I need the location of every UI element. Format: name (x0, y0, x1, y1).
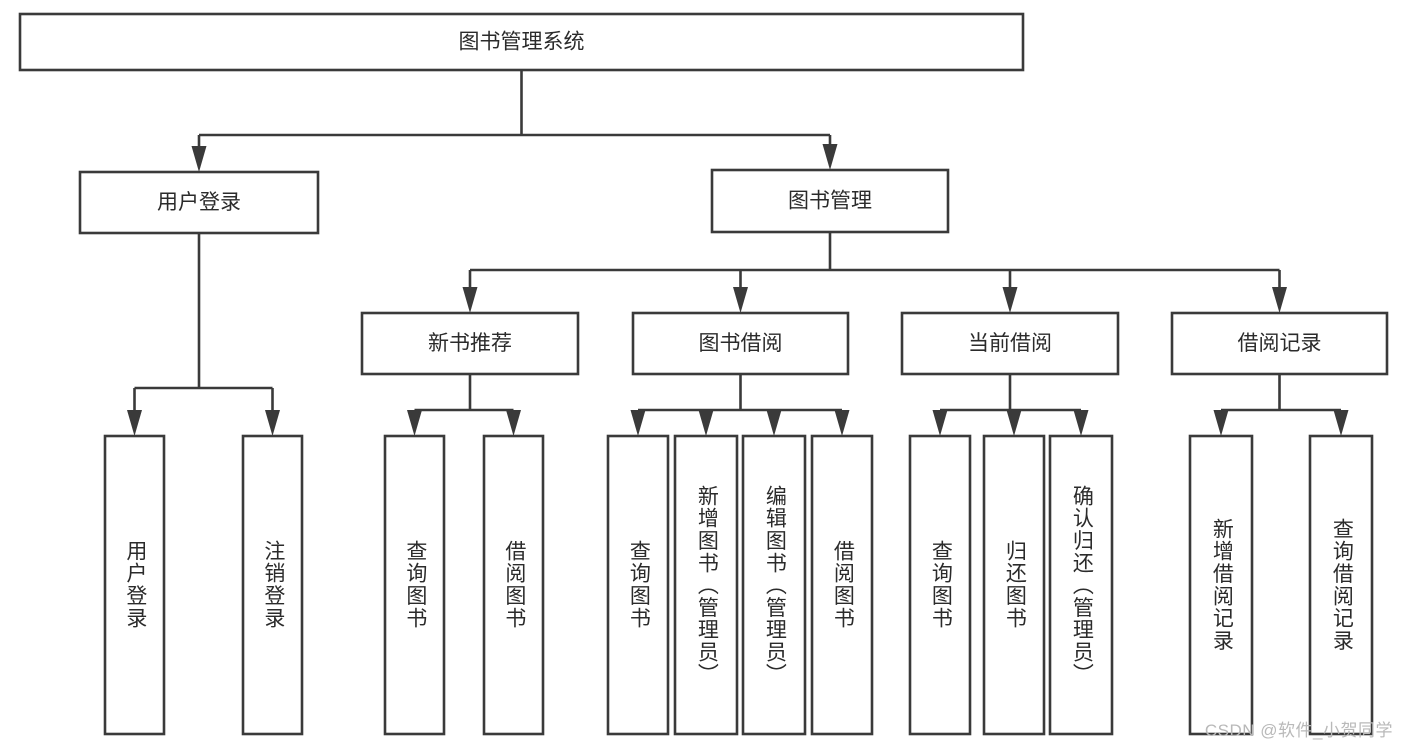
node-leaf-add-record[interactable] (1188, 434, 1254, 736)
node-leaf-add-book[interactable] (673, 434, 739, 736)
root-branch-1-arrowhead (822, 144, 838, 170)
node-new-book-rec-label: 新书推荐 (428, 332, 512, 355)
node-leaf-query-record-box[interactable] (1308, 434, 1374, 736)
node-leaf-user-logout[interactable] (241, 434, 304, 736)
node-leaf-return-book-box[interactable] (982, 434, 1046, 736)
node-leaf-query-record[interactable] (1308, 434, 1374, 736)
node-current-borrow-label: 当前借阅 (968, 332, 1052, 355)
node-leaf-user-login[interactable] (103, 434, 166, 736)
node-leaf-add-record-box[interactable] (1188, 434, 1254, 736)
root-branch-0-arrowhead (191, 146, 207, 172)
node-leaf-query-book-current-box[interactable] (908, 434, 972, 736)
node-root-system[interactable]: 图书管理系统 (18, 12, 1025, 72)
csdn-watermark: CSDN @软件_小贺同学 (1204, 721, 1393, 740)
node-user-login-label: 用户登录 (157, 191, 241, 214)
node-leaf-query-book-current[interactable] (908, 434, 972, 736)
current-borrow-branch-0-arrowhead (932, 410, 948, 436)
node-borrow-record-label: 借阅记录 (1238, 332, 1322, 355)
node-leaf-edit-book[interactable] (741, 434, 807, 736)
node-book-borrow[interactable]: 图书借阅 (631, 311, 850, 376)
book-borrow-branch-0-arrowhead (630, 410, 646, 436)
user-login-branch-1-arrowhead (265, 410, 280, 436)
node-leaf-add-book-box[interactable] (673, 434, 739, 736)
node-leaf-query-book-borrow-box[interactable] (606, 434, 670, 736)
node-book-manage[interactable]: 图书管理 (710, 168, 950, 234)
node-leaf-borrow-book-box[interactable] (810, 434, 874, 736)
current-borrow-branch-1-arrowhead (1006, 410, 1022, 436)
node-leaf-query-book-rec-box[interactable] (383, 434, 446, 736)
book-borrow-branch-3-arrowhead (834, 410, 850, 436)
node-root-system-label: 图书管理系统 (459, 31, 585, 54)
node-current-borrow[interactable]: 当前借阅 (900, 311, 1120, 376)
node-new-book-rec[interactable]: 新书推荐 (360, 311, 580, 376)
node-leaf-confirm-return-box[interactable] (1048, 434, 1114, 736)
node-book-borrow-label: 图书借阅 (699, 332, 783, 355)
borrow-record-branch-1-arrowhead (1333, 410, 1349, 436)
node-leaf-borrow-book-rec-box[interactable] (482, 434, 545, 736)
node-leaf-edit-book-box[interactable] (741, 434, 807, 736)
user-login-branch-0-arrowhead (127, 410, 142, 436)
node-book-manage-label: 图书管理 (788, 190, 872, 213)
node-leaf-query-book-rec[interactable] (383, 434, 446, 736)
new-book-rec-branch-0-arrowhead (407, 410, 422, 436)
book-manage-branch-2-arrowhead (1002, 287, 1018, 313)
node-book-manage-box[interactable] (710, 168, 950, 234)
node-borrow-record[interactable]: 借阅记录 (1170, 311, 1389, 376)
book-borrow-branch-1-arrowhead (698, 410, 714, 436)
borrow-record-branch-0-arrowhead (1213, 410, 1229, 436)
current-borrow-branch-2-arrowhead (1073, 410, 1089, 436)
book-manage-branch-0-arrowhead (462, 287, 478, 313)
node-leaf-confirm-return[interactable] (1048, 434, 1114, 736)
book-manage-branch-3-arrowhead (1272, 287, 1287, 313)
new-book-rec-branch-1-arrowhead (506, 410, 521, 436)
node-new-book-rec-box[interactable] (360, 311, 580, 376)
node-current-borrow-box[interactable] (900, 311, 1120, 376)
node-leaf-user-login-box[interactable] (103, 434, 166, 736)
node-user-login-box[interactable] (78, 170, 320, 235)
node-root-system-box[interactable] (18, 12, 1025, 72)
node-leaf-query-book-borrow[interactable] (606, 434, 670, 736)
node-leaf-borrow-book-rec[interactable] (482, 434, 545, 736)
book-borrow-branch-2-arrowhead (766, 410, 782, 436)
node-leaf-borrow-book[interactable] (810, 434, 874, 736)
node-leaf-user-logout-box[interactable] (241, 434, 304, 736)
node-book-borrow-box[interactable] (631, 311, 850, 376)
node-borrow-record-box[interactable] (1170, 311, 1389, 376)
node-user-login[interactable]: 用户登录 (78, 170, 320, 235)
book-manage-branch-1-arrowhead (733, 287, 748, 313)
node-leaf-return-book[interactable] (982, 434, 1046, 736)
